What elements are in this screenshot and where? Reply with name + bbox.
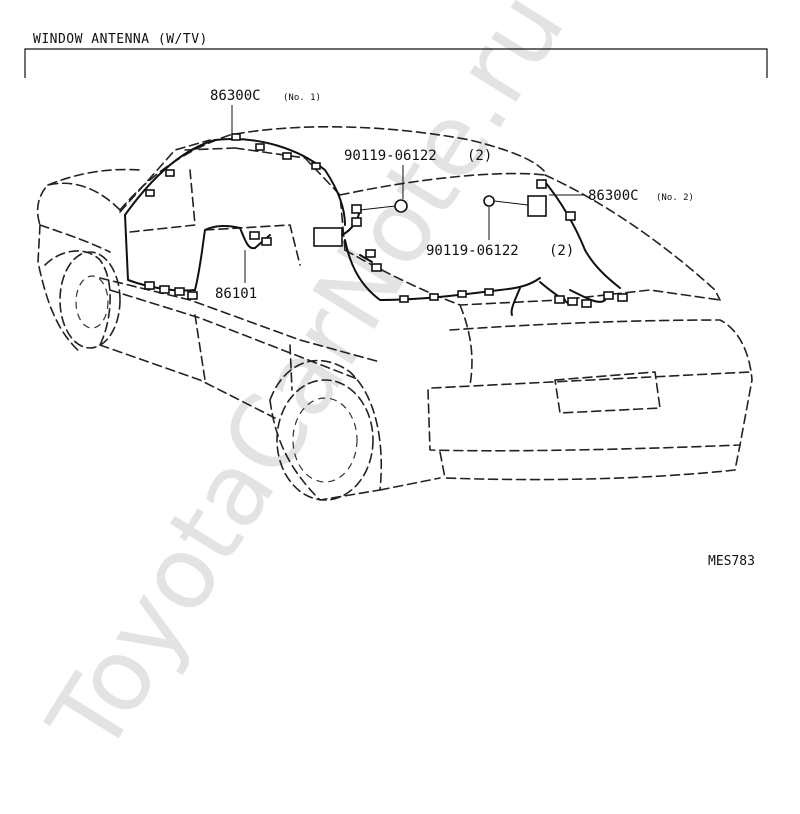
amplifier-no2 <box>527 195 547 217</box>
diagram-code: MES783 <box>708 554 755 569</box>
screw-bottom <box>483 195 495 207</box>
part-note: (No. 1) <box>283 93 321 103</box>
part-number: 86300C <box>588 188 639 204</box>
watermark: ToyotaCarNote.ru <box>26 0 587 774</box>
part-qty: (2) <box>467 148 492 164</box>
callout-90119-bottom: 90119-06122 (2) <box>426 243 574 259</box>
antenna-wiring <box>124 133 628 316</box>
part-number: 90119-06122 <box>426 243 519 259</box>
part-number: 86300C <box>210 88 261 104</box>
page-title: WINDOW ANTENNA (W/TV) <box>33 32 208 47</box>
callout-86101: 86101 <box>215 286 257 302</box>
callout-86300c-no1: 86300C (No. 1) <box>210 88 321 104</box>
part-qty: (2) <box>549 243 574 259</box>
title-bracket <box>24 48 768 78</box>
leader-lines <box>231 105 585 283</box>
callout-86300c-no2: 86300C (No. 2) <box>588 188 694 204</box>
callout-90119-top: 90119-06122 (2) <box>344 148 492 164</box>
part-number: 86101 <box>215 286 257 302</box>
part-note: (No. 2) <box>656 193 694 203</box>
part-number: 90119-06122 <box>344 148 437 164</box>
screw-top <box>394 199 408 213</box>
amplifier-no1 <box>313 227 343 247</box>
